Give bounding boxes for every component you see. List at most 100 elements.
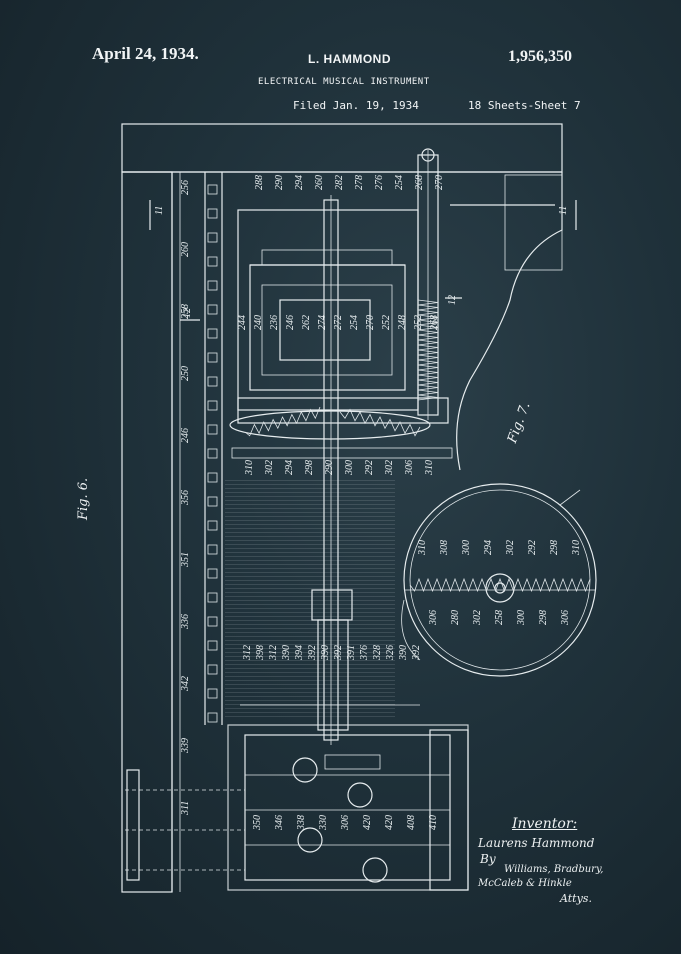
reference-numeral: 310 bbox=[571, 540, 582, 556]
attorney-signature-3: Attys. bbox=[560, 892, 592, 905]
reference-numeral: 294 bbox=[284, 460, 295, 475]
reference-numeral: 351 bbox=[180, 552, 191, 568]
central-shaft bbox=[240, 195, 420, 745]
reference-numeral: 390 bbox=[398, 645, 409, 661]
key-square bbox=[207, 352, 218, 363]
reference-numeral: 298 bbox=[304, 460, 315, 475]
reference-numeral: 390 bbox=[320, 645, 331, 661]
fig7-wheel bbox=[401, 483, 597, 677]
reference-numeral: 236 bbox=[269, 315, 280, 330]
reference-numeral: 268 bbox=[429, 315, 440, 330]
reference-numeral: 256 bbox=[180, 180, 191, 195]
reference-numeral: 306 bbox=[560, 610, 571, 626]
key-square bbox=[207, 688, 218, 699]
attorney-signature-1: Williams, Bradbury, bbox=[504, 864, 604, 875]
filed-date: Filed Jan. 19, 1934 bbox=[293, 99, 419, 112]
reference-numeral: 302 bbox=[505, 540, 516, 556]
key-square bbox=[207, 592, 218, 603]
reference-numeral: 268 bbox=[414, 175, 425, 190]
key-square bbox=[207, 496, 218, 507]
reference-numeral: 306 bbox=[428, 610, 439, 626]
key-square bbox=[207, 448, 218, 459]
key-square bbox=[207, 184, 218, 195]
reference-numeral: 398 bbox=[255, 645, 266, 661]
reference-numeral: 312 bbox=[242, 645, 253, 661]
reference-numeral: 280 bbox=[450, 610, 461, 625]
reference-numeral: 252 bbox=[381, 315, 392, 330]
top-frame bbox=[121, 123, 563, 173]
reference-numeral: 302 bbox=[384, 460, 395, 476]
reference-numeral: 339 bbox=[180, 738, 191, 754]
section-marks bbox=[149, 200, 577, 321]
patent-date: April 24, 1934. bbox=[92, 44, 199, 63]
reference-numeral: 262 bbox=[301, 315, 312, 330]
key-square bbox=[207, 328, 218, 339]
reference-numeral: 391 bbox=[346, 645, 357, 661]
reference-numeral: 356 bbox=[180, 490, 191, 506]
key-square bbox=[207, 424, 218, 435]
reference-numeral: 290 bbox=[274, 175, 285, 190]
key-square bbox=[207, 640, 218, 651]
reference-numeral: 410 bbox=[428, 815, 439, 830]
key-square bbox=[207, 208, 218, 219]
reference-numeral: 392 bbox=[307, 645, 318, 661]
reference-numeral: 240 bbox=[253, 315, 264, 330]
reference-numeral: 258 bbox=[180, 304, 191, 319]
reference-numeral: 338 bbox=[296, 815, 307, 831]
reference-numeral: 288 bbox=[254, 175, 265, 190]
reference-numeral: 312 bbox=[268, 645, 279, 661]
key-square bbox=[207, 544, 218, 555]
reference-numeral: 282 bbox=[334, 175, 345, 190]
reference-numeral: 250 bbox=[180, 366, 191, 381]
reference-numeral: 11 bbox=[558, 206, 569, 215]
reference-numeral: 392 bbox=[333, 645, 344, 661]
reference-numeral: 390 bbox=[281, 645, 292, 661]
reference-numeral: 302 bbox=[264, 460, 275, 476]
reference-numeral: 336 bbox=[180, 614, 191, 630]
reference-numeral: 246 bbox=[180, 428, 191, 443]
reference-numeral: 302 bbox=[472, 610, 483, 626]
reference-numeral: 294 bbox=[294, 175, 305, 190]
figure-6-label: Fig. 6. bbox=[76, 477, 91, 520]
reference-numeral: 244 bbox=[237, 315, 248, 330]
left-wall bbox=[121, 171, 181, 893]
patent-number: 1,956,350 bbox=[508, 48, 572, 65]
reference-numeral: 300 bbox=[461, 540, 472, 556]
reference-numeral: 306 bbox=[340, 815, 351, 831]
reference-numeral: 292 bbox=[527, 540, 538, 555]
reference-numeral: 328 bbox=[372, 645, 383, 661]
reference-numeral: 310 bbox=[417, 540, 428, 556]
inventor-signature: Laurens Hammond bbox=[478, 836, 595, 850]
key-column bbox=[204, 172, 223, 725]
attorney-signature-2: McCaleb & Hinkle bbox=[478, 878, 572, 889]
reference-numeral: 310 bbox=[244, 460, 255, 476]
reference-numeral: 270 bbox=[365, 315, 376, 330]
reference-numeral: 330 bbox=[318, 815, 329, 831]
key-square bbox=[207, 256, 218, 267]
reference-numeral: 420 bbox=[362, 815, 373, 830]
reference-numeral: 300 bbox=[344, 460, 355, 476]
reference-numeral: 254 bbox=[349, 315, 360, 330]
key-square bbox=[207, 472, 218, 483]
reference-numeral: 258 bbox=[494, 610, 505, 625]
key-square bbox=[207, 712, 218, 723]
reference-numeral: 392 bbox=[411, 645, 422, 661]
reference-numeral: 276 bbox=[374, 175, 385, 190]
patent-title: ELECTRICAL MUSICAL INSTRUMENT bbox=[258, 77, 430, 87]
reference-numeral: 394 bbox=[294, 645, 305, 661]
key-square bbox=[207, 376, 218, 387]
by-label: By bbox=[480, 852, 496, 866]
reference-numeral: 326 bbox=[385, 645, 396, 661]
reference-numeral: 350 bbox=[252, 815, 263, 831]
reference-numeral: 278 bbox=[354, 175, 365, 190]
reference-numeral: 252 bbox=[413, 315, 424, 330]
reference-numeral: 408 bbox=[406, 815, 417, 830]
reference-numeral: 300 bbox=[516, 610, 527, 626]
coil-rod bbox=[417, 148, 439, 420]
reference-numeral: 298 bbox=[549, 540, 560, 555]
reference-numeral: 308 bbox=[439, 540, 450, 556]
reference-numeral: 306 bbox=[404, 460, 415, 476]
key-square bbox=[207, 280, 218, 291]
inventor-label: Inventor: bbox=[512, 816, 578, 832]
